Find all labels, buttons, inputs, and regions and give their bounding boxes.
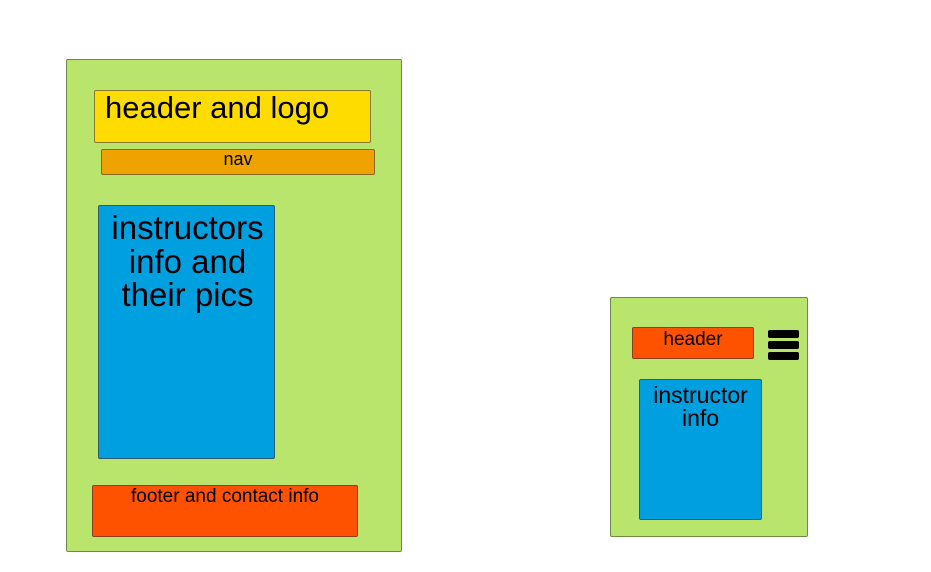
mobile-instructor-label: instructor info xyxy=(653,382,748,432)
desktop-nav-block: nav xyxy=(101,149,375,175)
desktop-header-block: header and logo xyxy=(94,90,371,143)
mobile-instructor-block: instructor info xyxy=(639,379,762,520)
hamburger-bar xyxy=(768,352,799,360)
hamburger-bar xyxy=(768,330,799,338)
desktop-header-label: header and logo xyxy=(105,90,330,125)
desktop-footer-block: footer and contact info xyxy=(92,485,358,537)
mobile-header-block: header xyxy=(632,327,754,359)
hamburger-menu-icon xyxy=(768,330,799,361)
desktop-instructors-block: instructors info and their pics xyxy=(98,205,275,459)
desktop-nav-label: nav xyxy=(223,149,253,169)
desktop-instructors-label: instructors info and their pics xyxy=(111,209,264,314)
hamburger-bar xyxy=(768,341,799,349)
desktop-footer-label: footer and contact info xyxy=(130,486,319,507)
mobile-header-label: header xyxy=(663,329,723,350)
